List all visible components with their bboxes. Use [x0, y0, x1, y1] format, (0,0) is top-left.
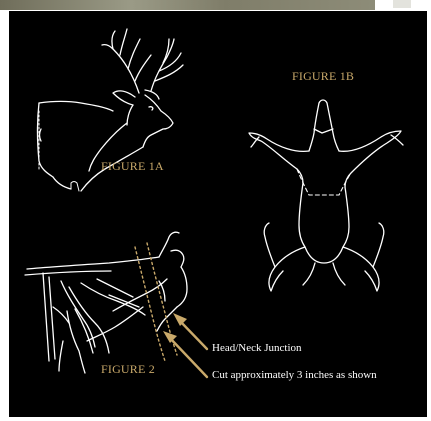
diagram-panel: FIGURE 1A FIGURE 1B FIGURE 2 Head/Neck J… — [9, 11, 427, 417]
head-neck-arrowhead — [173, 313, 187, 326]
head-neck-arrow — [179, 320, 207, 349]
head-neck-junction-label: Head/Neck Junction — [212, 342, 302, 354]
carcass-top-view-illustration — [249, 100, 403, 291]
annotation-arrows — [163, 313, 207, 377]
figure-2-label: FIGURE 2 — [101, 362, 155, 377]
neck-cut-illustration — [25, 232, 187, 373]
figure-1a-label: FIGURE 1A — [101, 159, 164, 174]
figure-1b-label: FIGURE 1B — [292, 69, 354, 84]
background-photo-strip — [0, 0, 375, 10]
background-photo-corner — [393, 0, 411, 8]
cut-instruction-label: Cut approximately 3 inches as shown — [212, 369, 377, 381]
line-art — [9, 11, 427, 417]
